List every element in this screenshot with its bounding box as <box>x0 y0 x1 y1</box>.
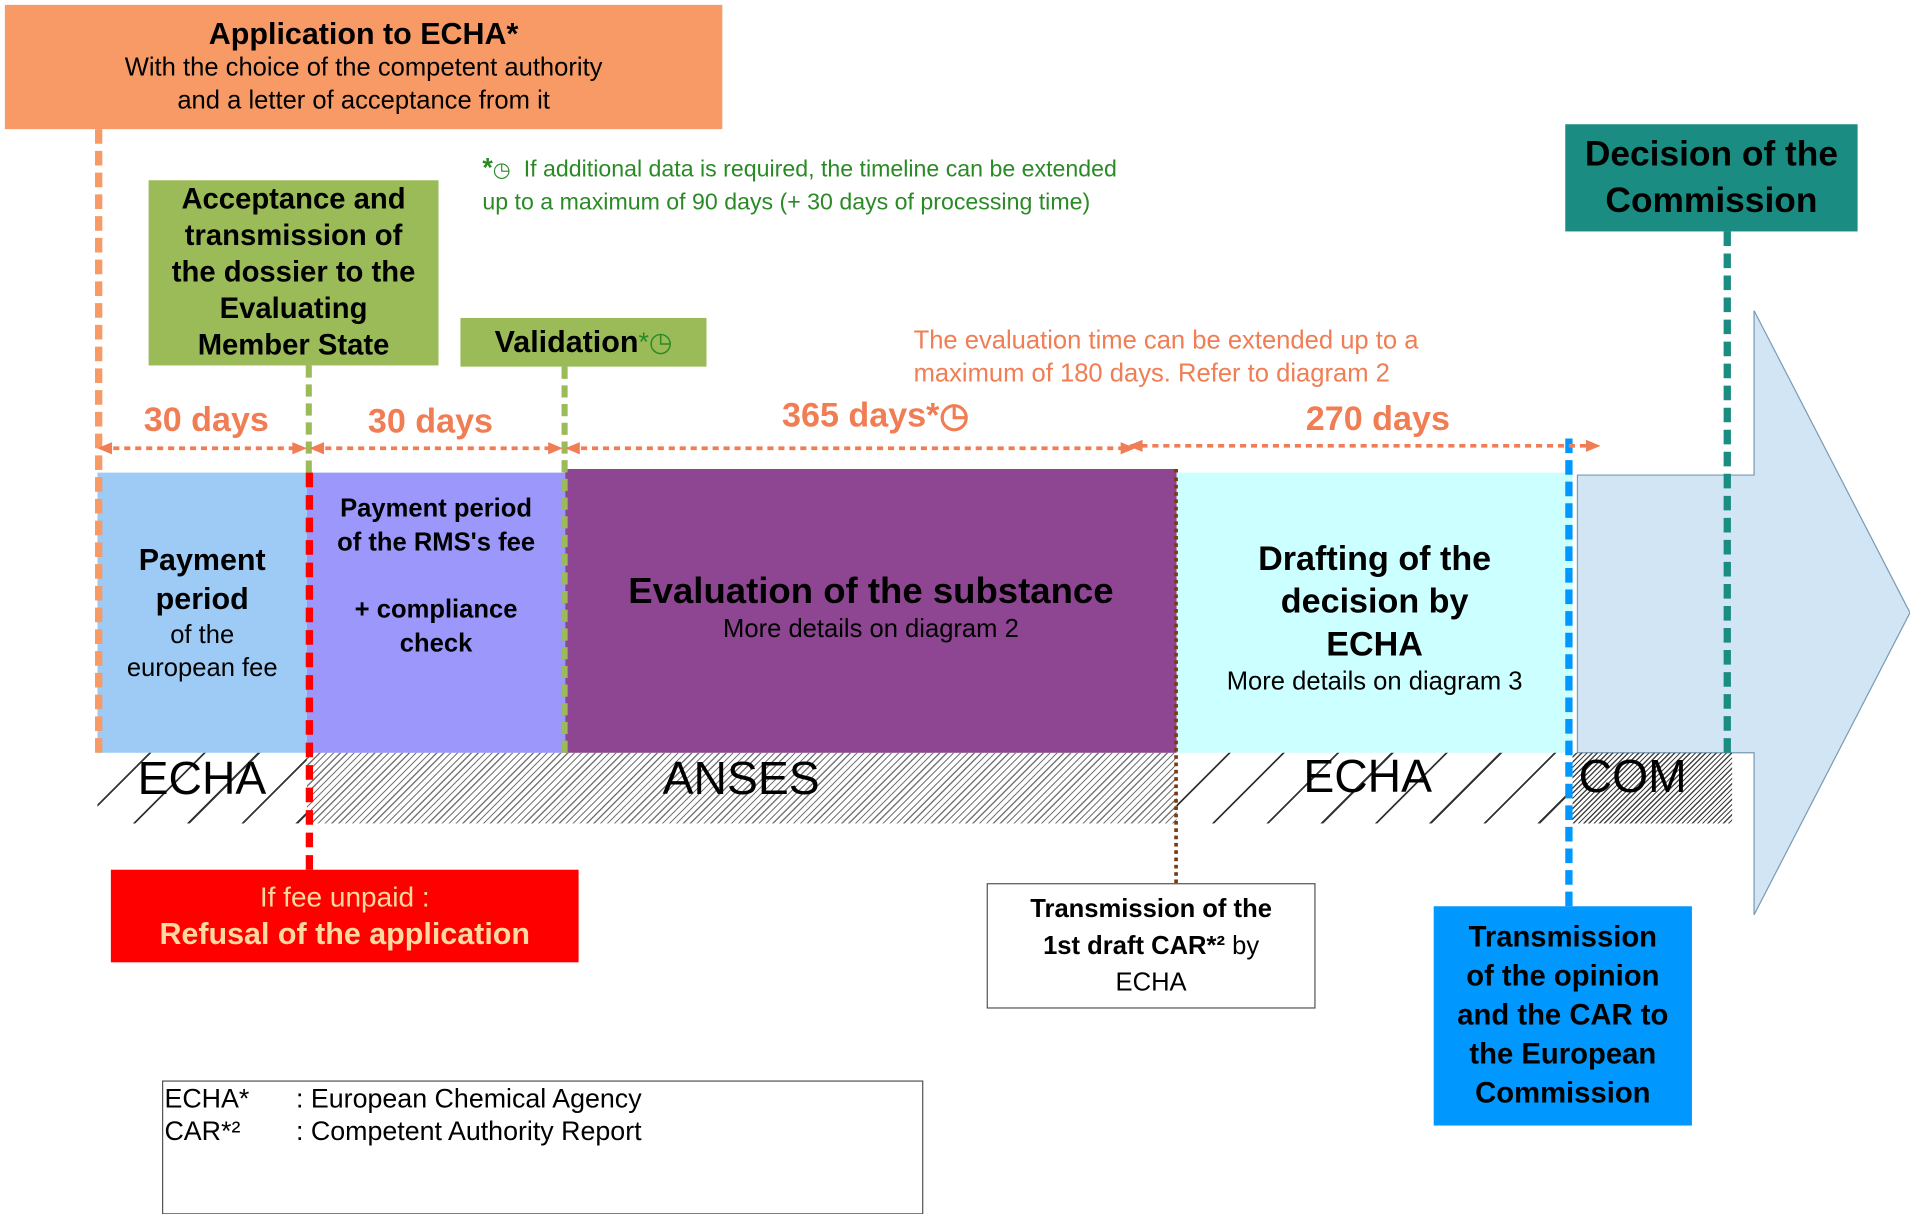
application-line1: With the choice of the competent authori… <box>124 53 603 82</box>
note-evaluation-extension: The evaluation time can be extended up t… <box>914 324 1419 390</box>
agency-band-com <box>1572 752 1733 824</box>
acceptance-line1: Acceptance and <box>181 182 406 216</box>
transmission-opinion-line1: Transmission <box>1468 920 1658 954</box>
transmission-opinion-line2: of the opinion <box>1466 959 1660 993</box>
drafting-sub: More details on diagram 3 <box>1226 666 1523 695</box>
transmission-car-line2: 1st draft CAR*² <box>1043 931 1226 960</box>
drafting-line1: Drafting of the <box>1258 539 1492 577</box>
note-evaluation-line2: maximum of 180 days. Refer to diagram 2 <box>913 359 1390 388</box>
decision-line2: Commission <box>1605 181 1818 221</box>
line-validation <box>561 366 568 753</box>
agency-com: COM <box>1578 751 1687 803</box>
arrowhead-1b <box>292 442 307 455</box>
evaluation-title: Evaluation of the substance <box>628 571 1114 612</box>
payment-european-title1: Payment <box>138 543 266 578</box>
phase-payment-rms: Payment period of the RMS's fee + compli… <box>306 472 566 753</box>
agency-band-anses <box>306 752 1177 824</box>
arrowhead-2a <box>309 442 325 455</box>
arrowhead-3b <box>1120 442 1136 455</box>
evaluation-sub: More details on diagram 2 <box>723 615 1019 644</box>
legend-abbr-echa: ECHA* <box>164 1082 250 1114</box>
validation-box: Validation *◷ <box>460 317 707 367</box>
acceptance-box: Acceptance and transmission of the dossi… <box>148 180 439 366</box>
agency-band-echa1 <box>97 752 307 824</box>
acceptance-line3: the dossier to the <box>171 255 416 289</box>
application-line2: and a letter of acceptance from it <box>177 86 550 115</box>
refusal-line2: Refusal of the application <box>159 917 530 952</box>
duration-label-2: 30 days <box>367 401 494 440</box>
application-title: Application to ECHA* <box>208 17 519 52</box>
transmission-opinion-line3: and the CAR to <box>1457 998 1669 1032</box>
clock-icon: ◷ <box>492 158 511 182</box>
validation-label: Validation <box>494 324 639 359</box>
transmission-car-line3: ECHA <box>1115 967 1187 996</box>
arrowhead-1a <box>97 442 113 455</box>
application-box: Application to ECHA* With the choice of … <box>4 4 723 130</box>
note-additional-line1: If additional data is required, the time… <box>523 157 1117 183</box>
phase-evaluation: Evaluation of the substance More details… <box>565 468 1177 753</box>
arrowhead-4b <box>1585 439 1601 452</box>
decision-line1: Decision of the <box>1584 135 1839 175</box>
legend-desc-car: : Competent Authority Report <box>295 1115 642 1147</box>
drafting-line3: ECHA <box>1326 624 1423 663</box>
line-decision <box>1723 231 1731 753</box>
phase-payment-european: Payment period of the european fee <box>97 472 307 753</box>
refusal-line1: If fee unpaid : <box>259 880 430 913</box>
agency-anses: ANSES <box>662 754 820 806</box>
transmission-opinion-line5: Commission <box>1475 1076 1651 1110</box>
transmission-car-by: by <box>1225 931 1260 960</box>
payment-european-sub2: european fee <box>126 654 278 683</box>
refusal-box: If fee unpaid : Refusal of the applicati… <box>110 869 579 963</box>
arrowhead-4a <box>1127 439 1143 452</box>
transmission-opinion-line4: the European <box>1469 1037 1657 1071</box>
acceptance-line5: Member State <box>197 328 390 362</box>
legend-row-car: CAR*² : Competent Authority Report <box>164 1115 922 1148</box>
drafting-line2: decision by <box>1280 581 1469 620</box>
note-asterisk: * <box>482 152 493 183</box>
validation-mark: *◷ <box>638 326 673 357</box>
line-acceptance <box>305 365 312 473</box>
transmission-car-line1: Transmission of the <box>1030 894 1272 923</box>
payment-european-title2: period <box>155 582 249 617</box>
line-application <box>95 129 103 753</box>
acceptance-line4: Evaluating <box>219 292 368 326</box>
note-additional-data: *◷ If additional data is required, the t… <box>482 151 1117 219</box>
payment-rms-line4: check <box>399 629 473 658</box>
transmission-car-box: Transmission of the 1st draft CAR*² by E… <box>986 883 1316 1009</box>
legend-abbr-car: CAR*² <box>164 1115 241 1147</box>
line-refusal <box>305 472 314 870</box>
duration-label-3: 365 days*◷ <box>782 395 970 434</box>
payment-rms-line1: Payment period <box>340 494 533 523</box>
legend-box: ECHA* : European Chemical Agency CAR*² :… <box>162 1080 924 1214</box>
line-opinion <box>1565 438 1573 907</box>
phase-drafting: Drafting of the decision by ECHA More de… <box>1176 472 1573 753</box>
note-additional-line2: up to a maximum of 90 days (+ 30 days of… <box>482 190 1091 216</box>
duration-label-1: 30 days <box>143 400 269 439</box>
agency-echa2: ECHA <box>1303 751 1432 803</box>
payment-rms-line3: + compliance <box>354 595 518 624</box>
decision-box: Decision of the Commission <box>1565 124 1858 232</box>
agency-band-echa2 <box>1176 752 1573 824</box>
payment-rms-line2: of the RMS's fee <box>337 528 536 557</box>
acceptance-line2: transmission of <box>184 219 403 253</box>
transmission-opinion-box: Transmission of the opinion and the CAR … <box>1433 906 1692 1126</box>
line-draft-car <box>1174 468 1178 884</box>
arrowhead-3a <box>565 442 580 455</box>
legend-row-echa: ECHA* : European Chemical Agency <box>164 1082 922 1115</box>
payment-european-sub1: of the <box>170 621 235 650</box>
agency-echa1: ECHA <box>137 754 267 806</box>
legend-desc-echa: : European Chemical Agency <box>295 1082 642 1114</box>
duration-label-4: 270 days <box>1305 399 1450 438</box>
arrowhead-2b <box>548 442 563 455</box>
note-evaluation-line1: The evaluation time can be extended up t… <box>913 326 1419 355</box>
